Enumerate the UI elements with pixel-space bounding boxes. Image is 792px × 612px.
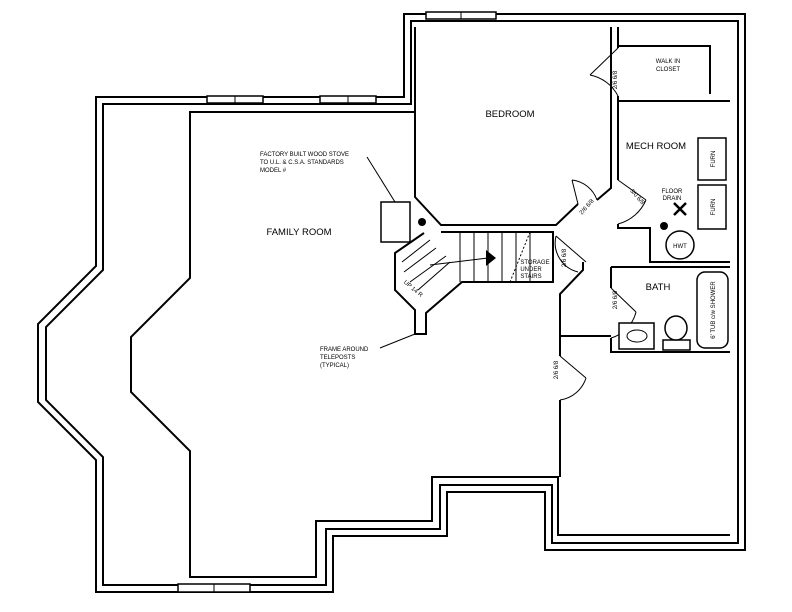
sink-basin [626, 329, 648, 343]
storage-dashed-line [509, 231, 531, 283]
stair-walls [394, 231, 554, 335]
storage-side-door-size: 2/6 6/8 [562, 248, 568, 267]
bedroom-wall [414, 27, 579, 226]
bath-label: BATH [646, 282, 671, 293]
floor-drain-label-2: DRAIN [663, 196, 682, 202]
stove-note-2: TO U.L. & C.S.A. STANDARDS [260, 160, 344, 166]
toilet-tank [662, 339, 691, 351]
storage-label-3: STAIRS [520, 274, 541, 280]
telepost-2 [660, 222, 668, 230]
storage-label-1: STORAGE [520, 260, 549, 266]
bedroom-right-wall [596, 27, 612, 201]
teleposts-note-1: FRAME AROUND [320, 347, 369, 353]
stair-arrow-line [429, 257, 489, 266]
floor-drain-label-1: FLOOR [662, 189, 683, 195]
telepost-1 [418, 218, 426, 226]
floor-drain-icon [673, 202, 687, 216]
lower-door-size: 2/6 6/8 [554, 360, 560, 379]
bath-door-size: 2/6 6/8 [613, 290, 619, 309]
stove-note-3: MODEL # [260, 168, 287, 174]
sink [618, 322, 655, 350]
teleposts-note-3: (TYPICAL) [320, 363, 349, 369]
hall-walls [559, 262, 611, 477]
closet-door [589, 47, 619, 97]
stair-arrow-head [486, 250, 496, 266]
closet-door-size: 2/6 6/8 [613, 70, 619, 89]
closet-label-2: CLOSET [656, 67, 680, 73]
furnace-2-label: FURN [711, 199, 717, 216]
hot-water-tank [665, 230, 695, 260]
storage-side-door [554, 235, 587, 273]
storage-label-2: UNDER [520, 267, 542, 273]
lower-door [559, 355, 587, 401]
stair-up-label: UP 14 R [402, 280, 424, 300]
tub-label: 6' TUB c/w SHOWER [711, 281, 717, 339]
teleposts-leader [379, 333, 416, 349]
exterior-wall-inner [45, 20, 739, 586]
mech-door [617, 179, 647, 225]
exterior-wall-outer [37, 13, 746, 593]
bedroom-label: BEDROOM [485, 109, 534, 120]
storage-door [571, 179, 598, 205]
family-room-label: FAMILY ROOM [266, 227, 331, 238]
furnace-2 [697, 184, 727, 230]
stove-leader [366, 156, 396, 203]
closet-label-1: WALK IN [656, 59, 680, 65]
wood-stove [380, 201, 411, 243]
furnace-1-label: FURN [711, 151, 717, 168]
toilet-bowl [664, 315, 688, 341]
bath-walls [610, 266, 730, 353]
furnace-1 [697, 137, 727, 181]
storage-door-size: 2/6 6/8 [579, 198, 596, 216]
teleposts-note-2: TELEPOSTS [320, 355, 355, 361]
mech-room-walls [617, 101, 730, 263]
stove-note-1: FACTORY BUILT WOOD STOVE [260, 152, 349, 158]
mech-room-label: MECH ROOM [626, 141, 686, 152]
hwt-label: HWT [673, 244, 687, 250]
family-room-wall [130, 111, 730, 578]
bathtub [696, 271, 729, 349]
